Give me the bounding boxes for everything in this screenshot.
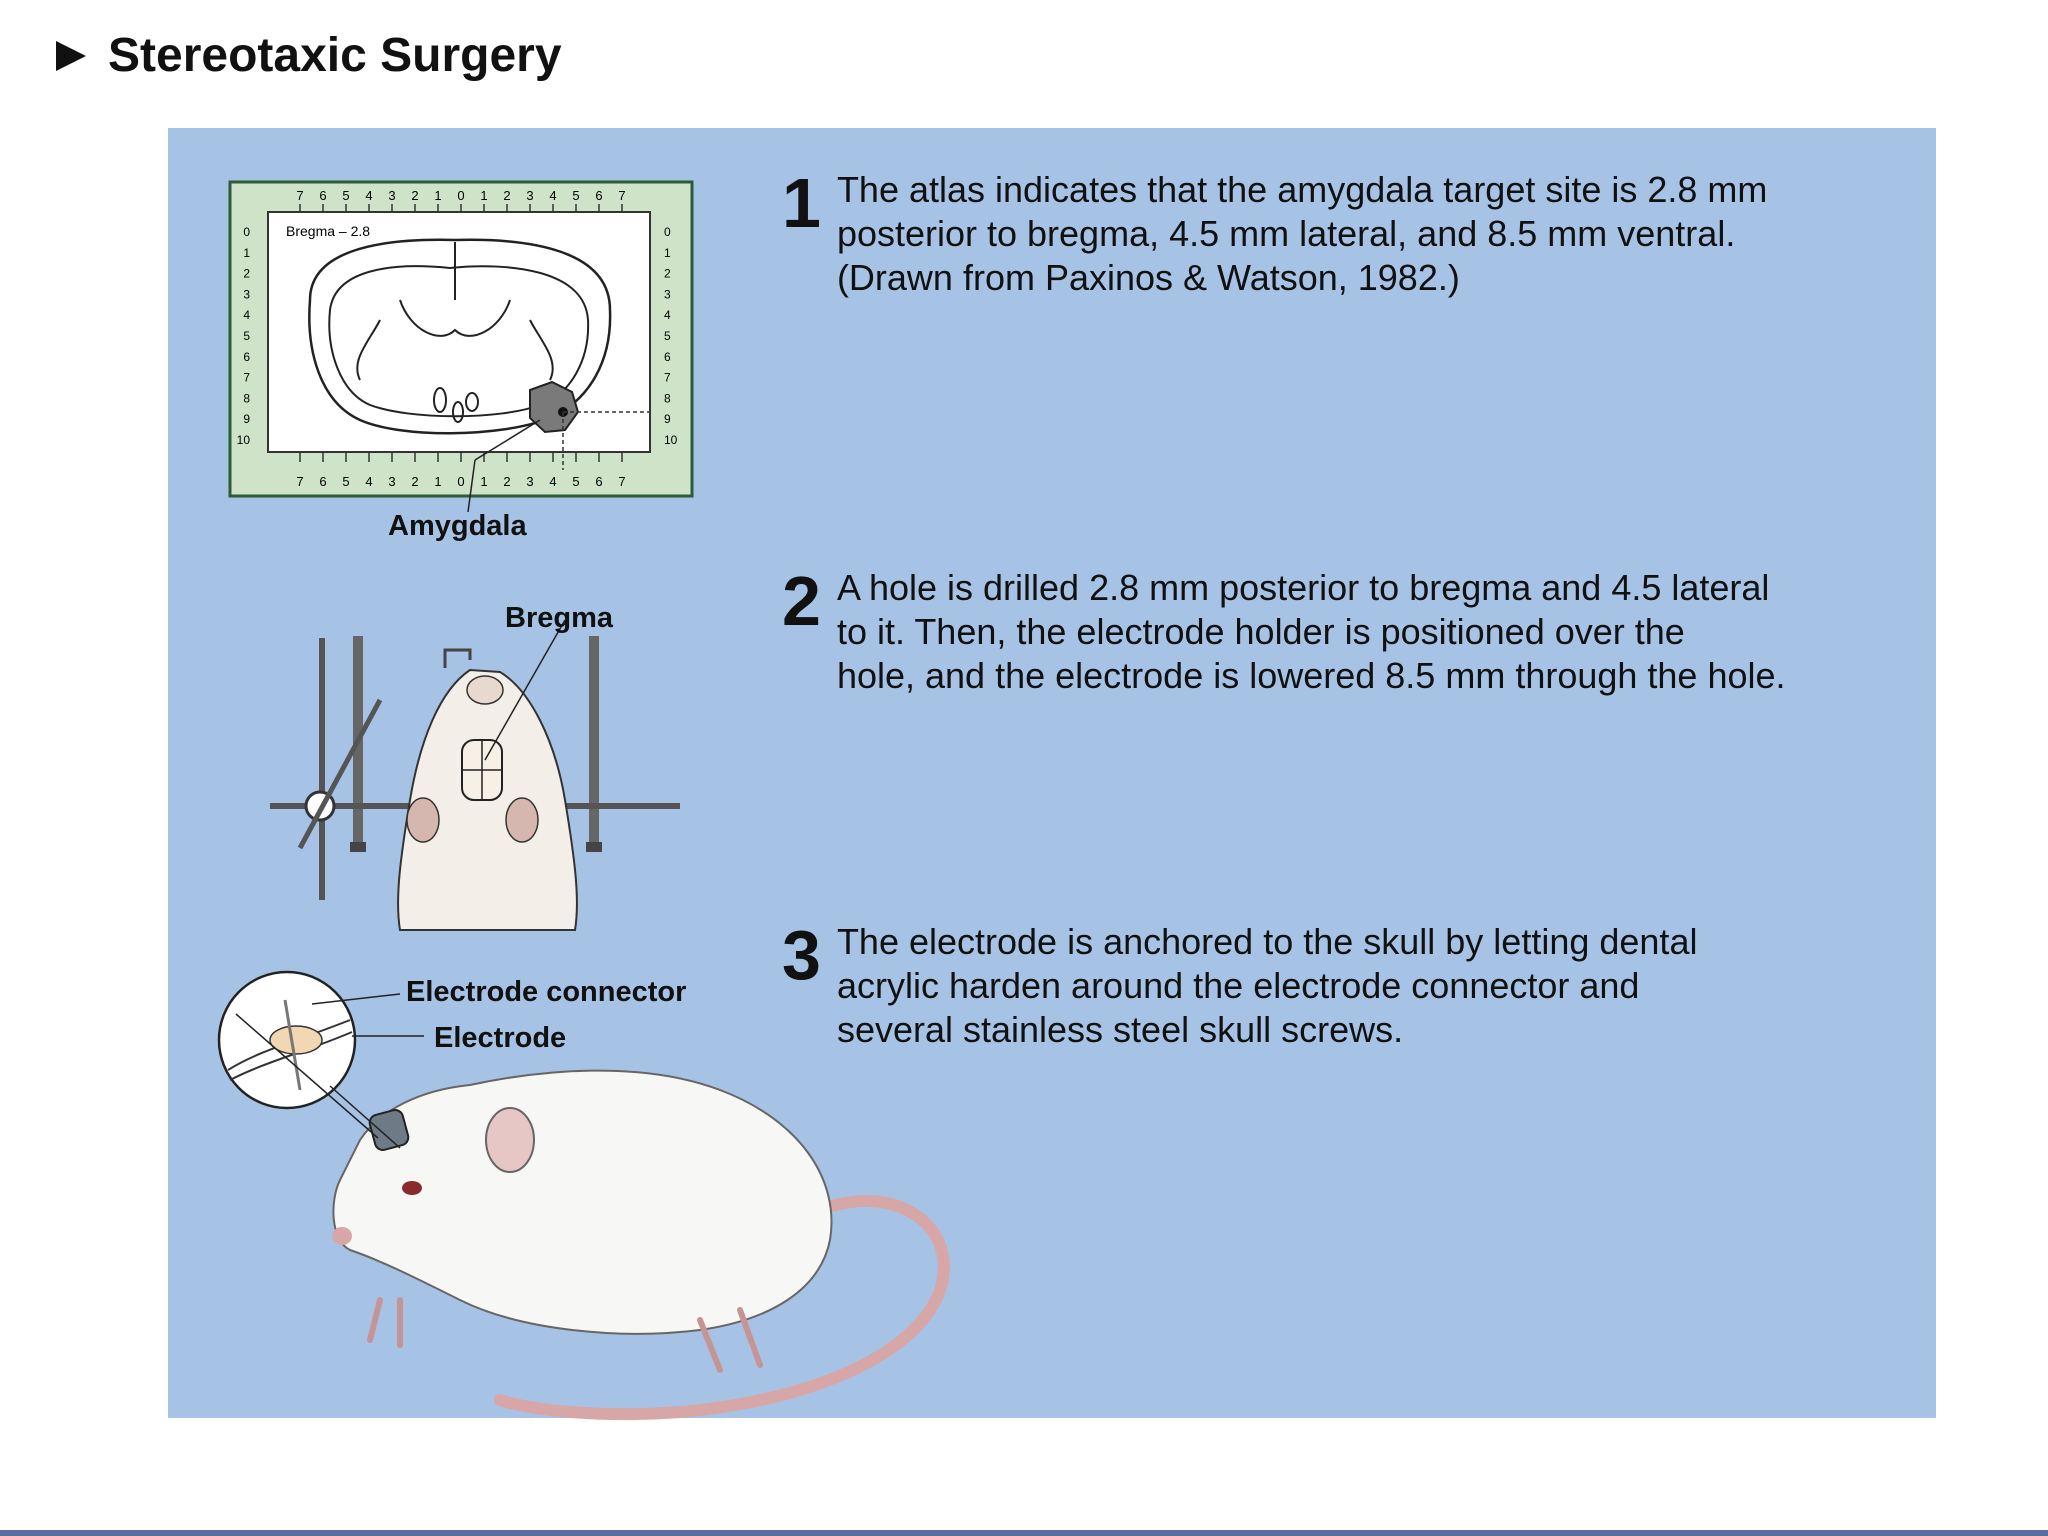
atlas-left-tick: 3 <box>243 287 250 301</box>
bottom-bar <box>0 1530 2048 1536</box>
atlas-right-tick: 3 <box>664 287 671 301</box>
atlas-left-tick: 6 <box>243 350 250 364</box>
atlas-bottom-tick: 6 <box>595 474 602 489</box>
step-3: 3 The electrode is anchored to the skull… <box>782 920 1697 1052</box>
atlas-left-tick: 1 <box>243 246 250 260</box>
atlas-right-tick: 1 <box>664 246 671 260</box>
atlas-left-tick: 0 <box>243 225 250 239</box>
rat-illustration <box>217 970 950 1421</box>
atlas-right-tick: 2 <box>664 267 671 281</box>
atlas-right-tick: 4 <box>664 308 671 322</box>
atlas-bottom-tick: 2 <box>503 474 510 489</box>
electrode-label: Electrode <box>434 1022 567 1054</box>
atlas-right-tick: 5 <box>664 329 671 343</box>
bullet-triangle-icon <box>56 40 86 71</box>
atlas-top-tick: 4 <box>549 188 556 203</box>
atlas-left-tick: 5 <box>243 329 250 343</box>
atlas-top-tick: 3 <box>388 188 395 203</box>
atlas-top-tick: 1 <box>434 188 441 203</box>
atlas-top-tick: 4 <box>365 188 372 203</box>
atlas-top-tick: 5 <box>342 188 349 203</box>
atlas-right-tick: 0 <box>664 225 671 239</box>
amygdala-region <box>529 380 580 434</box>
rat-tail <box>494 1195 950 1421</box>
atlas-top-tick: 5 <box>572 188 579 203</box>
step-1: 1 The atlas indicates that the amygdala … <box>782 168 1767 300</box>
atlas-bottom-tick: 1 <box>480 474 487 489</box>
atlas-top-tick: 2 <box>411 188 418 203</box>
atlas-bottom-tick: 1 <box>434 474 441 489</box>
electrode-connector-label: Electrode connector <box>406 976 687 1008</box>
atlas-right-tick: 10 <box>664 433 678 447</box>
title-text: Stereotaxic Surgery <box>108 29 562 82</box>
step-3-number: 3 <box>782 916 821 994</box>
atlas-bottom-tick: 7 <box>618 474 625 489</box>
stereotaxic-frame-illustration <box>270 619 680 931</box>
bregma-label: Bregma <box>505 602 613 634</box>
cortex-inner <box>328 265 590 418</box>
atlas-top-tick: 0 <box>457 188 464 203</box>
atlas-bottom-tick: 3 <box>526 474 533 489</box>
step-1-number: 1 <box>782 164 821 242</box>
atlas-right-tick: 8 <box>664 391 671 405</box>
atlas-bottom-tick: 7 <box>296 474 303 489</box>
atlas-bottom-tick: 2 <box>411 474 418 489</box>
atlas-top-tick: 7 <box>618 188 625 203</box>
atlas-top-tick: 3 <box>526 188 533 203</box>
brain-outline <box>308 238 612 435</box>
step-2-text: A hole is drilled 2.8 mm posterior to br… <box>836 567 1786 696</box>
atlas-left-tick: 8 <box>243 391 250 405</box>
atlas-top-tick: 1 <box>480 188 487 203</box>
atlas-bottom-tick: 5 <box>342 474 349 489</box>
atlas-bottom-tick: 5 <box>572 474 579 489</box>
slide-title: Stereotaxic Surgery <box>56 28 562 83</box>
step-3-text: The electrode is anchored to the skull b… <box>836 921 1698 1050</box>
atlas-bottom-tick: 4 <box>365 474 372 489</box>
atlas-top-tick: 2 <box>503 188 510 203</box>
atlas-left-tick: 10 <box>237 433 251 447</box>
atlas-top-tick: 7 <box>296 188 303 203</box>
atlas-left-tick: 4 <box>243 308 250 322</box>
step-2: 2 A hole is drilled 2.8 mm posterior to … <box>782 566 1786 698</box>
atlas-left-tick: 2 <box>243 267 250 281</box>
atlas-bottom-tick: 0 <box>457 474 464 489</box>
atlas-bottom-tick: 6 <box>319 474 326 489</box>
atlas-bottom-tick: 4 <box>549 474 556 489</box>
atlas-bottom-tick: 3 <box>388 474 395 489</box>
atlas-top-tick: 6 <box>319 188 326 203</box>
atlas-right-tick: 7 <box>664 371 671 385</box>
atlas-caption: Bregma – 2.8 <box>286 223 370 239</box>
step-1-text: The atlas indicates that the amygdala ta… <box>836 169 1768 298</box>
atlas-right-tick: 6 <box>664 350 671 364</box>
step-2-number: 2 <box>782 562 821 640</box>
atlas-right-tick: 9 <box>664 412 671 426</box>
atlas-left-tick: 7 <box>243 371 250 385</box>
atlas-top-tick: 6 <box>595 188 602 203</box>
atlas-left-tick: 9 <box>243 412 250 426</box>
amygdala-label: Amygdala <box>388 510 527 542</box>
